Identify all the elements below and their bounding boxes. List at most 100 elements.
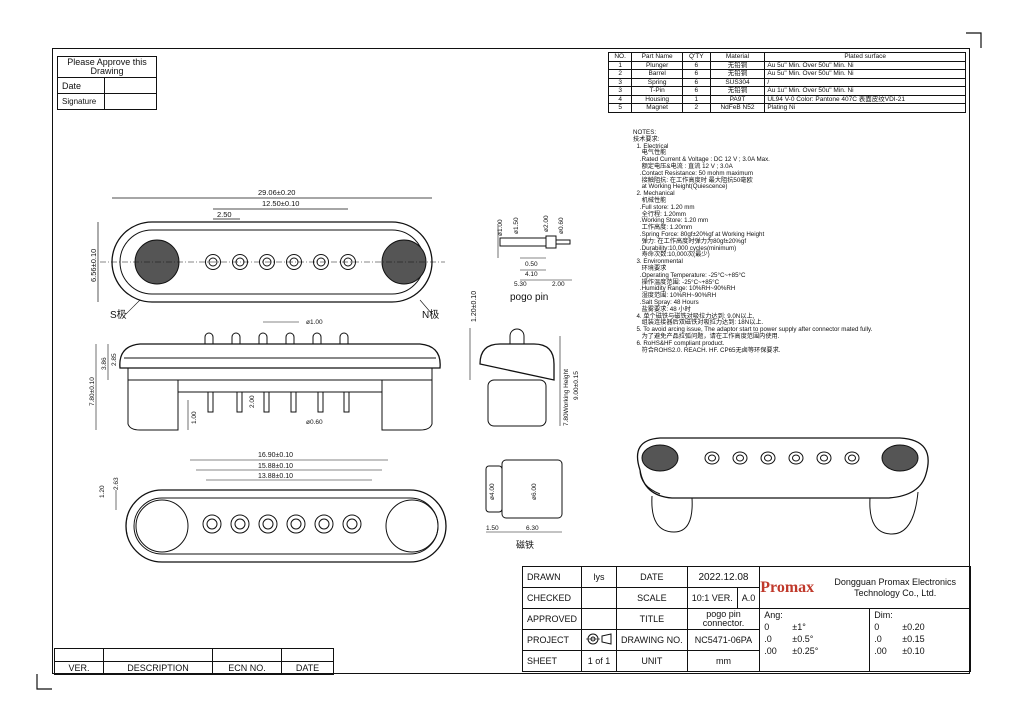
note-line: 4. 单个磁铁与磁铁对吸拉力达到: 9.0N以上, — [633, 312, 755, 320]
dim-end-900: 9.00±0.15 — [573, 371, 580, 400]
dim-end-working-height: 7.80Working Height — [563, 369, 570, 426]
note-line: 寿命次数:10,000次(最少) — [633, 251, 710, 259]
corner-mark-top-right — [966, 32, 982, 48]
tb-date-value: 2022.12.08 — [686, 566, 761, 588]
note-line: 组装连接器后双磁铁对吸拉力达到: 18N以上. — [633, 319, 764, 327]
tolerance-value: ±0.15 — [902, 634, 925, 644]
rev-col-description: DESCRIPTION — [103, 661, 213, 675]
note-line: 6. RoHS&HF compliant product. — [633, 339, 725, 347]
tb-checked-label: CHECKED — [521, 587, 583, 609]
dim-magnet-150: 1.50 — [486, 525, 499, 532]
tb-project-label: PROJECT — [521, 629, 583, 651]
tolerance-value: ±0.25° — [792, 646, 819, 656]
note-line: 3. Environmental — [633, 258, 683, 266]
note-line: .Operating Temperature: -25°C~+85°C — [633, 271, 746, 279]
tolerance-precision: 0 — [764, 622, 770, 632]
dim-bottom-263: 2.63 — [113, 477, 120, 490]
tb-sheet-value: 1 of 1 — [581, 650, 618, 672]
note-line: 电气性能 — [633, 149, 667, 157]
approval-signature-value[interactable] — [104, 93, 157, 110]
projection-symbol-icon — [586, 633, 612, 645]
tb-scale-label: SCALE — [616, 587, 688, 609]
note-line: 接触阻抗: 在工作高度时 最大阻抗50毫欧 — [633, 176, 753, 184]
side-view-pins-top — [204, 332, 349, 344]
revision-table: VER. DESCRIPTION ECN NO. DATE — [54, 648, 334, 675]
tolerance-row: .00 ±0.10 — [874, 645, 966, 657]
dim-side-200: 2.00 — [249, 395, 256, 408]
dim-side-780: 7.80±0.10 — [89, 377, 96, 406]
note-line: 符合ROHS2.0. REACH. HF. CP65无卤等环保要求. — [633, 346, 781, 354]
tolerance-precision: .00 — [874, 646, 887, 656]
title-block: DRAWN lys DATE 2022.12.08 Promax Donggua… — [521, 566, 972, 672]
label-pogo-pin: pogo pin — [510, 292, 548, 303]
tb-ver-label: VER. — [711, 593, 733, 603]
note-line: .Salt Spray: 48 Hours — [633, 298, 699, 306]
tolerance-value: ±1° — [792, 622, 806, 632]
note-line: .Contact Resistance: 50 mohm maximum — [633, 169, 754, 177]
dim-pin-410: 4.10 — [525, 271, 538, 278]
dim-bottom-1690: 16.90±0.10 — [258, 452, 293, 459]
note-line: .Rated Current & Voltage : DC 12 V ; 3.0… — [633, 156, 770, 164]
note-line: NOTES: — [633, 129, 657, 136]
tolerance-value: ±0.20 — [902, 622, 925, 632]
drawing-sheet-border — [52, 48, 970, 674]
tb-drawn-label: DRAWN — [521, 566, 583, 588]
tolerance-value: ±0.5° — [792, 634, 814, 644]
note-line: .Full store: 1.20 mm — [633, 203, 695, 211]
tolerance-precision: .00 — [764, 646, 777, 656]
dim-stroke-120: 1.20±0.10 — [471, 291, 478, 322]
bottom-view — [115, 459, 447, 563]
bottom-view-pins — [202, 514, 362, 534]
dim-pin-d100: ø1.00 — [497, 219, 504, 236]
dim-top-overall: 29.06±0.20 — [258, 188, 295, 197]
dim-top-pin-span: 12.50±0.10 — [262, 199, 299, 208]
tb-sheet-of: of — [595, 656, 603, 666]
dim-magnet-600: ø6.00 — [531, 483, 538, 500]
note-line: 环境要求 — [633, 264, 667, 272]
tb-projection-symbol — [581, 629, 618, 651]
tb-ver-value: A.0 — [736, 587, 761, 609]
label-magnet: 磁铁 — [516, 539, 534, 550]
dim-bottom-1388: 13.88±0.10 — [258, 473, 293, 480]
note-line: .Spring Force: 80gf±20%gf at Working Hei… — [633, 230, 765, 238]
magnet-detail — [485, 459, 563, 533]
tolerance-row: .0±0.15 — [874, 633, 966, 645]
note-line: 盐雾要求: 48 小时 — [633, 305, 691, 313]
note-line: 操作温度范围: -25°C~+85°C — [633, 278, 720, 286]
tb-checked-value — [581, 587, 618, 609]
tb-drawing-no-value: NC5471-06PA — [686, 629, 761, 651]
note-line: 额定电压&电流 : 直流 12 V ; 3.0A — [633, 162, 733, 170]
tb-scale-number: 10:1 — [691, 593, 710, 603]
tolerance-value: ±0.10 — [902, 646, 925, 656]
tolerance-precision: 0 — [874, 622, 880, 632]
note-line: 技术要求: — [633, 135, 660, 143]
tb-unit-value: mm — [686, 650, 761, 672]
parts-table-cell: Plating Ni — [764, 103, 966, 113]
note-line: .Durability:10,000 cycles(minimum) — [633, 244, 737, 252]
side-view-cap — [119, 343, 441, 369]
tb-scale-value: 10:1 VER. — [686, 587, 738, 609]
tb-sheet-total: 1 — [605, 656, 611, 666]
tb-sheet-number: 1 — [587, 656, 593, 666]
bottom-magnet-left — [135, 499, 189, 553]
tolerance-precision: .0 — [764, 634, 772, 644]
tb-approved-value — [581, 608, 618, 630]
end-view — [469, 328, 561, 427]
note-line: at Working Height(Quiescence) — [633, 183, 728, 191]
parts-table-cell: 5 — [607, 103, 633, 113]
note-line: 工作高度: 1.20mm — [633, 224, 693, 232]
tb-date-label: DATE — [616, 566, 688, 588]
tb-dim-label: Dim: — [874, 610, 893, 620]
dim-magnet-630: 6.30 — [526, 525, 539, 532]
dim-side-060: ø0.60 — [306, 419, 323, 426]
note-line: 机械性能 — [633, 196, 667, 204]
dim-bottom-120: 1.20 — [99, 485, 106, 498]
note-line: 1. Electrical — [633, 142, 669, 150]
tb-drawing-no-label: DRAWING NO. — [616, 629, 688, 651]
tb-approved-label: APPROVED — [521, 608, 583, 630]
dim-top-height: 6.56±0.10 — [89, 249, 98, 282]
rev-col-ver: VER. — [54, 661, 104, 675]
